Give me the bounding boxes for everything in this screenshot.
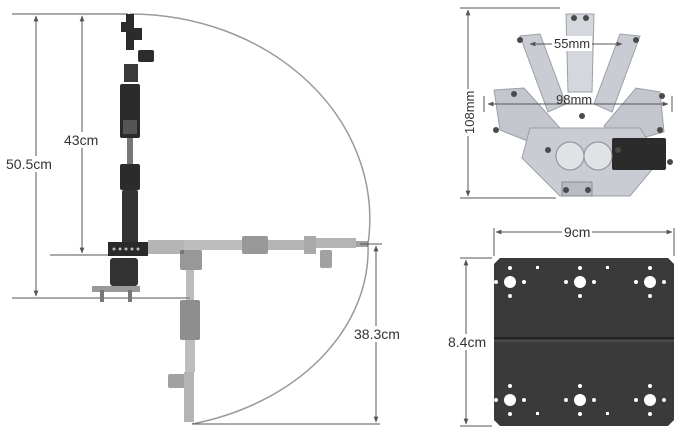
gripper-outer-width-label: 98mm [556, 92, 593, 107]
mounting-hole-icon [504, 276, 656, 406]
lowered-arm [168, 250, 202, 422]
reach-arc [129, 13, 371, 425]
servo-icon [138, 50, 154, 62]
side-reach-label: 38.3cm [352, 326, 402, 342]
base-plate [494, 258, 674, 426]
gripper-servo-icon [612, 138, 666, 170]
total-height-label: 50.5cm [4, 156, 54, 172]
base-servo-icon [110, 258, 138, 286]
arm-reference-lines [12, 13, 382, 425]
gripper-inner-width-label: 55mm [552, 36, 593, 51]
horizontal-arm [148, 236, 368, 268]
plate-width-label: 9cm [562, 224, 593, 240]
gripper-height-label: 108mm [462, 88, 477, 136]
upper-height-label: 43cm [62, 132, 101, 148]
vertical-arm [92, 14, 154, 302]
plate-height-label: 8.4cm [446, 334, 489, 350]
